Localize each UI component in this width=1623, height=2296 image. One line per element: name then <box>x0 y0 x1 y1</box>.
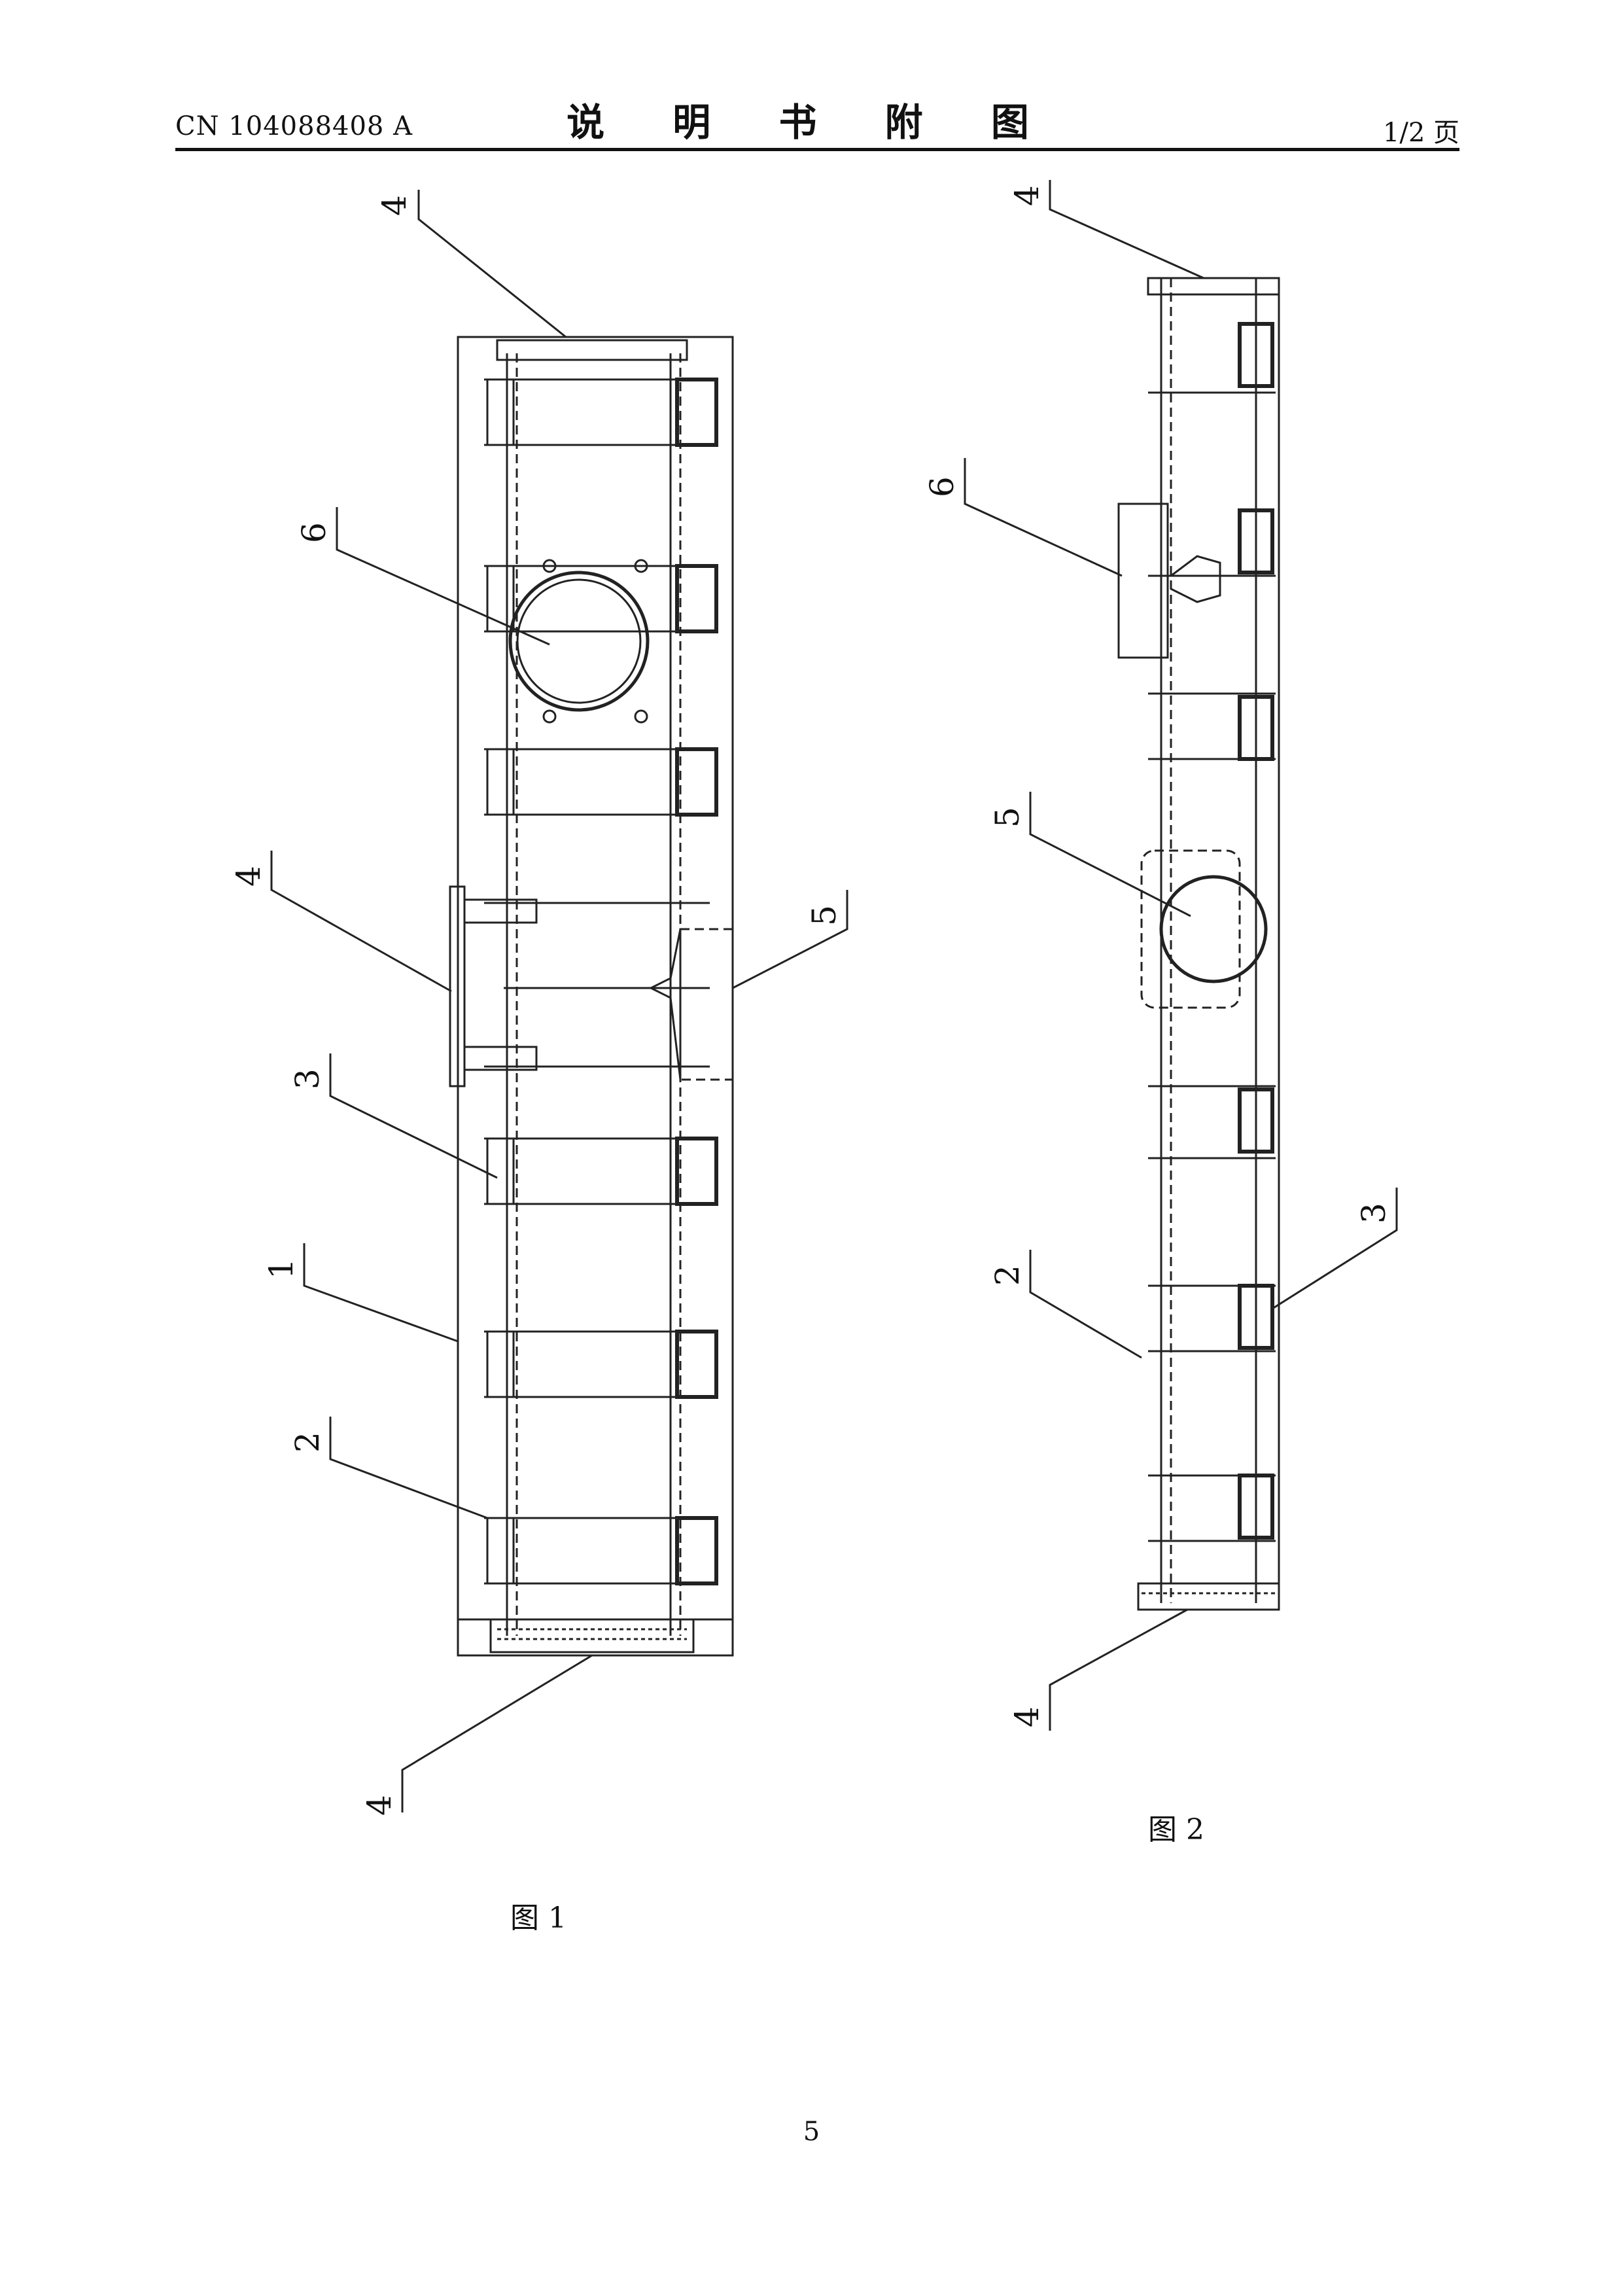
fig1-bracket-right <box>677 380 716 445</box>
fig2-leader-2 <box>1030 1250 1142 1358</box>
fig1-leader-2 <box>330 1417 487 1518</box>
fig2-round-outlet-5 <box>1161 877 1266 981</box>
fig2-opening-cone <box>1171 556 1220 602</box>
fig1-outlet-5 <box>680 929 733 1080</box>
fig1-bolt <box>544 711 555 722</box>
fig2-callout: 4 <box>1008 185 1046 206</box>
fig1-bracket-right <box>677 1518 716 1583</box>
fig1-callout: 2 <box>288 1432 326 1453</box>
fig1-callout: 6 <box>295 522 333 543</box>
fig1-round-opening-inner <box>517 580 640 703</box>
figure-2-caption: 图 2 <box>1148 1806 1204 1848</box>
fig2-callout: 6 <box>923 476 961 497</box>
fig1-leader-top-flange <box>419 190 566 337</box>
fig2-bottom-flange <box>1138 1583 1279 1610</box>
fig1-bracket-right <box>677 749 716 815</box>
fig1-bracket-left <box>487 1332 514 1397</box>
fig1-leader-5 <box>733 890 847 988</box>
fig1-leader-bottom-flange <box>402 1655 592 1812</box>
fig1-leader-1 <box>304 1243 458 1341</box>
fig1-outlet-cone <box>651 929 680 1080</box>
fig1-bottom-flange <box>491 1619 693 1652</box>
fig2-callout: 3 <box>1355 1203 1393 1224</box>
fig1-bolt <box>635 711 647 722</box>
fig2-callout: 2 <box>988 1265 1026 1286</box>
fig1-callout: 1 <box>262 1258 300 1279</box>
fig1-top-flange <box>497 340 687 360</box>
fig2-leader-bottom-flange <box>1050 1610 1187 1731</box>
fig2-callout: 5 <box>988 807 1026 828</box>
figure-1-drawing <box>271 190 847 1812</box>
fig1-bracket-left <box>487 1139 514 1204</box>
fig1-bracket-left <box>487 380 514 445</box>
page-number: 5 <box>0 2117 1623 2147</box>
fig1-leader-side-flange <box>271 851 451 991</box>
fig2-top-flange <box>1148 278 1279 294</box>
fig1-callout: 5 <box>805 905 843 926</box>
fig1-bracket-left <box>487 1518 514 1583</box>
fig2-outlet-housing <box>1142 851 1240 1008</box>
fig1-leader-3 <box>330 1053 497 1178</box>
figure-1-caption: 图 1 <box>510 1894 567 1936</box>
fig1-callout: 4 <box>375 195 413 216</box>
fig1-callout: 4 <box>230 866 268 887</box>
figure-2-drawing <box>965 180 1397 1731</box>
fig1-bracket-right <box>677 566 716 631</box>
fig2-leader-top-flange <box>1050 180 1204 278</box>
fig1-bracket-right <box>677 1139 716 1204</box>
fig1-callout: 4 <box>360 1795 398 1816</box>
fig2-leader-5 <box>1030 792 1191 916</box>
fig1-frame <box>458 337 733 1655</box>
fig2-callout: 4 <box>1008 1706 1046 1727</box>
fig2-leader-6 <box>965 458 1122 576</box>
fig1-callout: 3 <box>288 1069 326 1089</box>
fig1-round-opening-6 <box>510 573 648 710</box>
fig1-bracket-left <box>487 749 514 815</box>
fig1-bracket-right <box>677 1332 716 1397</box>
